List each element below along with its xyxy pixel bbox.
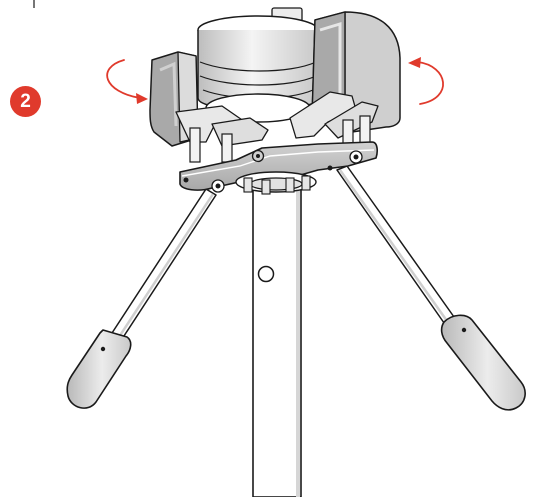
right-leg-grip (440, 314, 526, 411)
curved-arrow-counterclockwise-icon (408, 57, 444, 105)
right-leg (336, 165, 526, 411)
rotation-arrow-left-path (106, 59, 141, 99)
rotation-arrow-right-head (408, 57, 421, 68)
right-clamp (289, 11, 401, 151)
rotation-arrow-right-path (417, 61, 444, 105)
center-pole (252, 181, 302, 497)
left-leg (66, 188, 217, 409)
mounting-plate (179, 141, 378, 195)
step-number-badge: 2 (10, 86, 41, 117)
left-leg-grip (66, 329, 132, 409)
left-clamp (149, 51, 269, 163)
head-cylinder (197, 7, 319, 123)
rotation-arrow-left-head (136, 93, 148, 104)
curved-arrow-clockwise-icon (106, 59, 148, 104)
pole-hole (257, 265, 275, 283)
